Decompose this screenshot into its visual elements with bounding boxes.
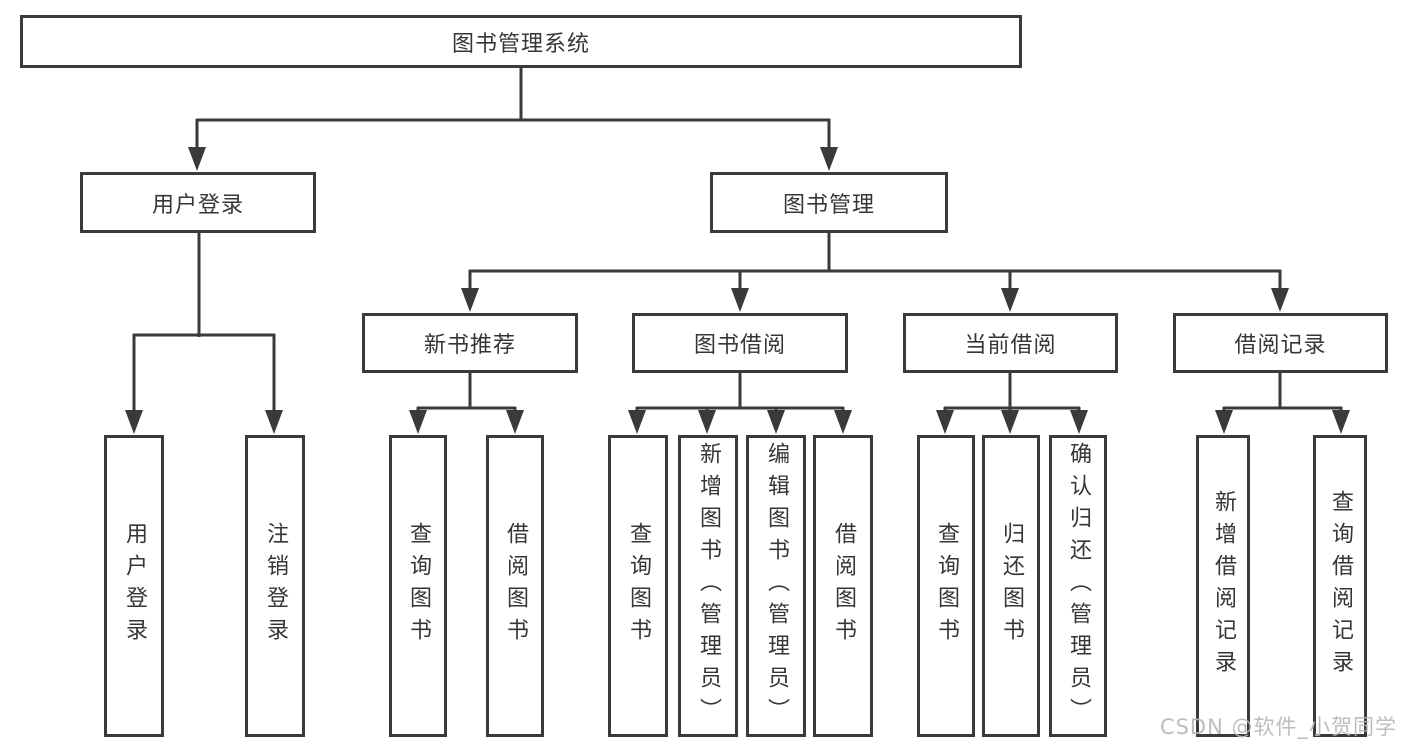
leaf-add-books-admin-label: 新增图书（管理员） [696,442,721,730]
leaf-edit-books-admin: 编辑图书（管理员） [746,435,806,737]
leaf-edit-books-admin-label: 编辑图书（管理员） [764,442,789,730]
node-root-label: 图书管理系统 [451,31,590,57]
node-current-borrowing-label: 当前借阅 [964,333,1057,358]
node-borrowing-records-label: 借阅记录 [1234,333,1327,358]
leaf-query-books-3-label: 查询图书 [934,522,959,650]
node-book-management-label: 图书管理 [782,192,875,218]
leaf-query-books-3: 查询图书 [917,435,975,737]
leaf-confirm-return-admin-label: 确认归还（管理员） [1066,442,1091,730]
leaf-return-books-label: 归还图书 [999,522,1024,650]
leaf-logout: 注销登录 [245,435,305,737]
node-book-borrowing-label: 图书借阅 [693,333,786,358]
csdn-watermark: CSDN @软件_小贺同学 [1159,715,1397,739]
leaf-confirm-return-admin: 确认归还（管理员） [1049,435,1107,737]
leaf-return-books: 归还图书 [982,435,1040,737]
leaf-logout-label: 注销登录 [263,522,288,650]
leaf-query-books-2: 查询图书 [608,435,668,737]
leaf-user-login-label: 用户登录 [122,522,147,650]
leaf-query-books-2-label: 查询图书 [626,522,651,650]
node-user-login-label: 用户登录 [151,192,244,218]
node-book-borrowing: 图书借阅 [632,313,848,373]
leaf-query-borrow-record: 查询借阅记录 [1313,435,1367,737]
node-new-book-recommend-label: 新书推荐 [423,333,516,358]
leaf-query-borrow-record-label: 查询借阅记录 [1328,490,1353,682]
leaf-borrow-books-2-label: 借阅图书 [831,522,856,650]
leaf-borrow-books-2: 借阅图书 [813,435,873,737]
node-borrowing-records: 借阅记录 [1173,313,1388,373]
node-user-login: 用户登录 [80,172,316,233]
leaf-query-books-1: 查询图书 [389,435,447,737]
arrowheads [125,147,1350,434]
leaf-borrow-books-1: 借阅图书 [486,435,544,737]
leaf-user-login: 用户登录 [104,435,164,737]
node-new-book-recommend: 新书推荐 [362,313,578,373]
leaf-add-books-admin: 新增图书（管理员） [678,435,738,737]
leaf-borrow-books-1-label: 借阅图书 [503,522,528,650]
leaf-add-borrow-record: 新增借阅记录 [1196,435,1250,737]
leaf-query-books-1-label: 查询图书 [406,522,431,650]
node-root: 图书管理系统 [20,15,1022,68]
node-current-borrowing: 当前借阅 [903,313,1118,373]
leaf-add-borrow-record-label: 新增借阅记录 [1211,490,1236,682]
node-book-management: 图书管理 [710,172,948,233]
